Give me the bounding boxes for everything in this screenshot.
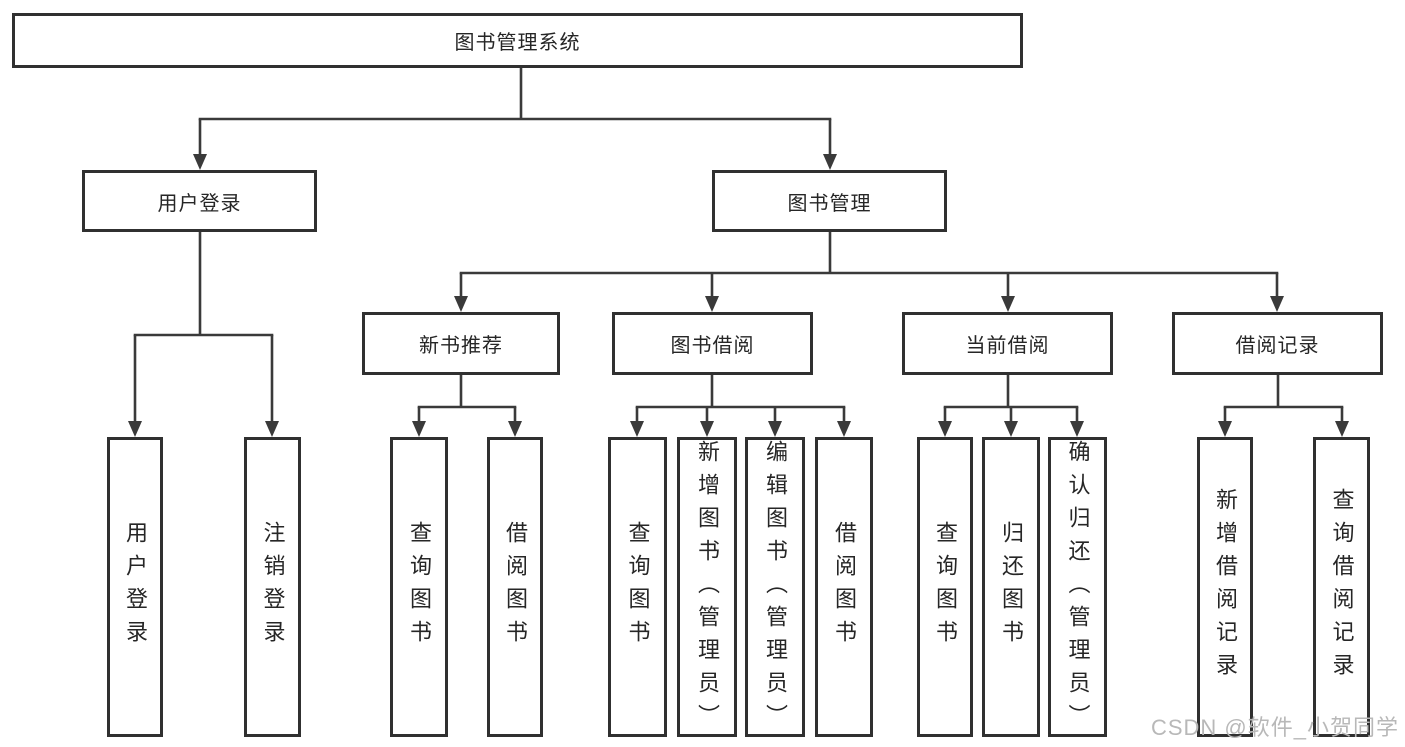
leaf-label: 查询图书 (407, 521, 432, 653)
leaf-label: 查询图书 (625, 521, 651, 653)
leaf-query-books-2: 查询图书 (608, 437, 667, 737)
leaf-query-books-1: 查询图书 (390, 437, 448, 737)
leaf-label: 用户登录 (123, 521, 148, 653)
leaf-logout: 注销登录 (244, 437, 301, 737)
leaf-add-books-admin: 新增图书（管理员） (677, 437, 737, 737)
leaf-label: 新增借阅记录 (1213, 488, 1238, 686)
leaf-label: 查询借阅记录 (1329, 488, 1355, 686)
node-current-borrow: 当前借阅 (902, 312, 1113, 375)
leaf-user-login: 用户登录 (107, 437, 163, 737)
leaf-label: 编辑图书（管理员） (763, 440, 788, 737)
leaf-return-books: 归还图书 (982, 437, 1040, 737)
leaf-edit-books-admin: 编辑图书（管理员） (745, 437, 805, 737)
connector-mgmt-to-groups (454, 232, 1284, 312)
node-user-login: 用户登录 (82, 170, 317, 232)
node-book-borrow: 图书借阅 (612, 312, 813, 375)
leaf-label: 借阅图书 (832, 521, 857, 653)
leaf-label: 新增图书（管理员） (695, 440, 720, 737)
leaf-query-borrow-record: 查询借阅记录 (1313, 437, 1370, 737)
leaf-borrow-books-1: 借阅图书 (487, 437, 543, 737)
leaf-borrow-books-2: 借阅图书 (815, 437, 873, 737)
leaf-label: 确认归还（管理员） (1065, 440, 1091, 737)
node-root: 图书管理系统 (12, 13, 1023, 68)
leaf-confirm-return-admin: 确认归还（管理员） (1048, 437, 1107, 737)
node-borrow-records: 借阅记录 (1172, 312, 1383, 375)
leaf-label: 归还图书 (999, 521, 1024, 653)
connector-login-to-leaves (128, 232, 279, 437)
leaf-label: 注销登录 (260, 521, 286, 653)
connector-current-to-leaves (938, 375, 1084, 437)
csdn-watermark: CSDN @软件_小贺同学 (1150, 715, 1399, 740)
node-book-management: 图书管理 (712, 170, 947, 232)
connector-root-to-level2 (193, 68, 837, 170)
leaf-label: 查询图书 (933, 521, 958, 653)
leaf-add-borrow-record: 新增借阅记录 (1197, 437, 1253, 737)
connector-records-to-leaves (1218, 375, 1349, 437)
connector-borrow-to-leaves (630, 375, 851, 437)
node-new-book-recommend: 新书推荐 (362, 312, 560, 375)
leaf-label: 借阅图书 (503, 521, 528, 653)
connector-newbook-to-leaves (412, 375, 522, 437)
leaf-query-books-3: 查询图书 (917, 437, 973, 737)
